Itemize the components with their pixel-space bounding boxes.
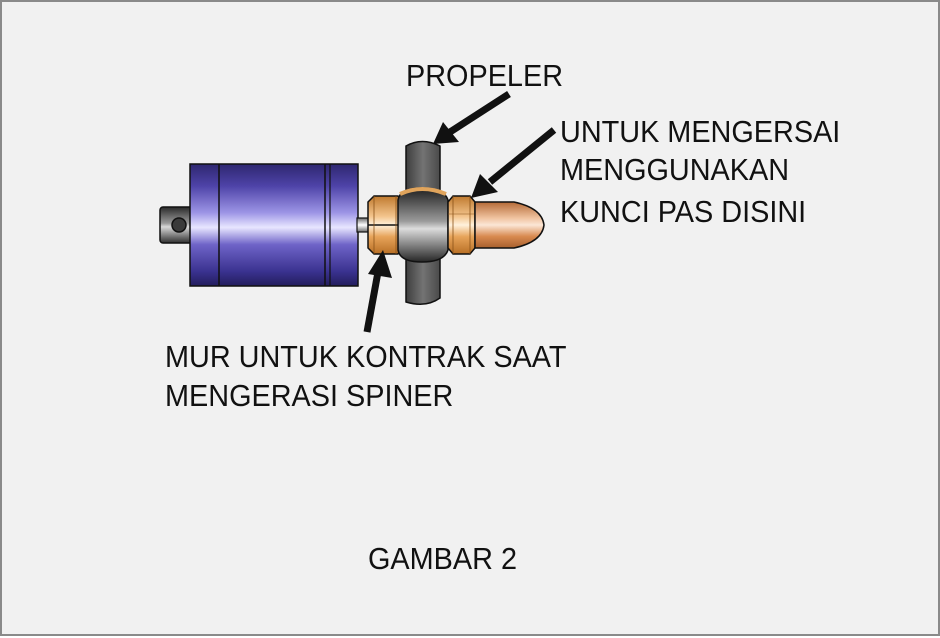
propeller-hub — [397, 187, 449, 263]
motor-body — [189, 163, 359, 287]
figure-caption: GAMBAR 2 — [368, 541, 518, 576]
locknut-label-line1: MUR UNTUK KONTRAK SAAT — [165, 339, 567, 374]
arrow-to-propeller — [433, 91, 511, 144]
arrow-to-locknut — [363, 250, 392, 333]
propeller-label: PROPELER — [406, 58, 564, 93]
locknut-label-line2: MENGERASI SPINER — [165, 378, 454, 413]
tighten-label-line3: KUNCI PAS DISINI — [560, 194, 807, 229]
tighten-label-line2: MENGGUNAKAN — [560, 152, 790, 187]
front-nut — [447, 195, 476, 255]
tighten-label-line1: UNTUK MENGERSAI — [560, 114, 841, 149]
rear-shaft-stub — [159, 206, 195, 244]
arrow-to-front-nut — [471, 127, 557, 198]
locknut-rear — [367, 195, 403, 255]
spinner-cone — [474, 201, 545, 249]
